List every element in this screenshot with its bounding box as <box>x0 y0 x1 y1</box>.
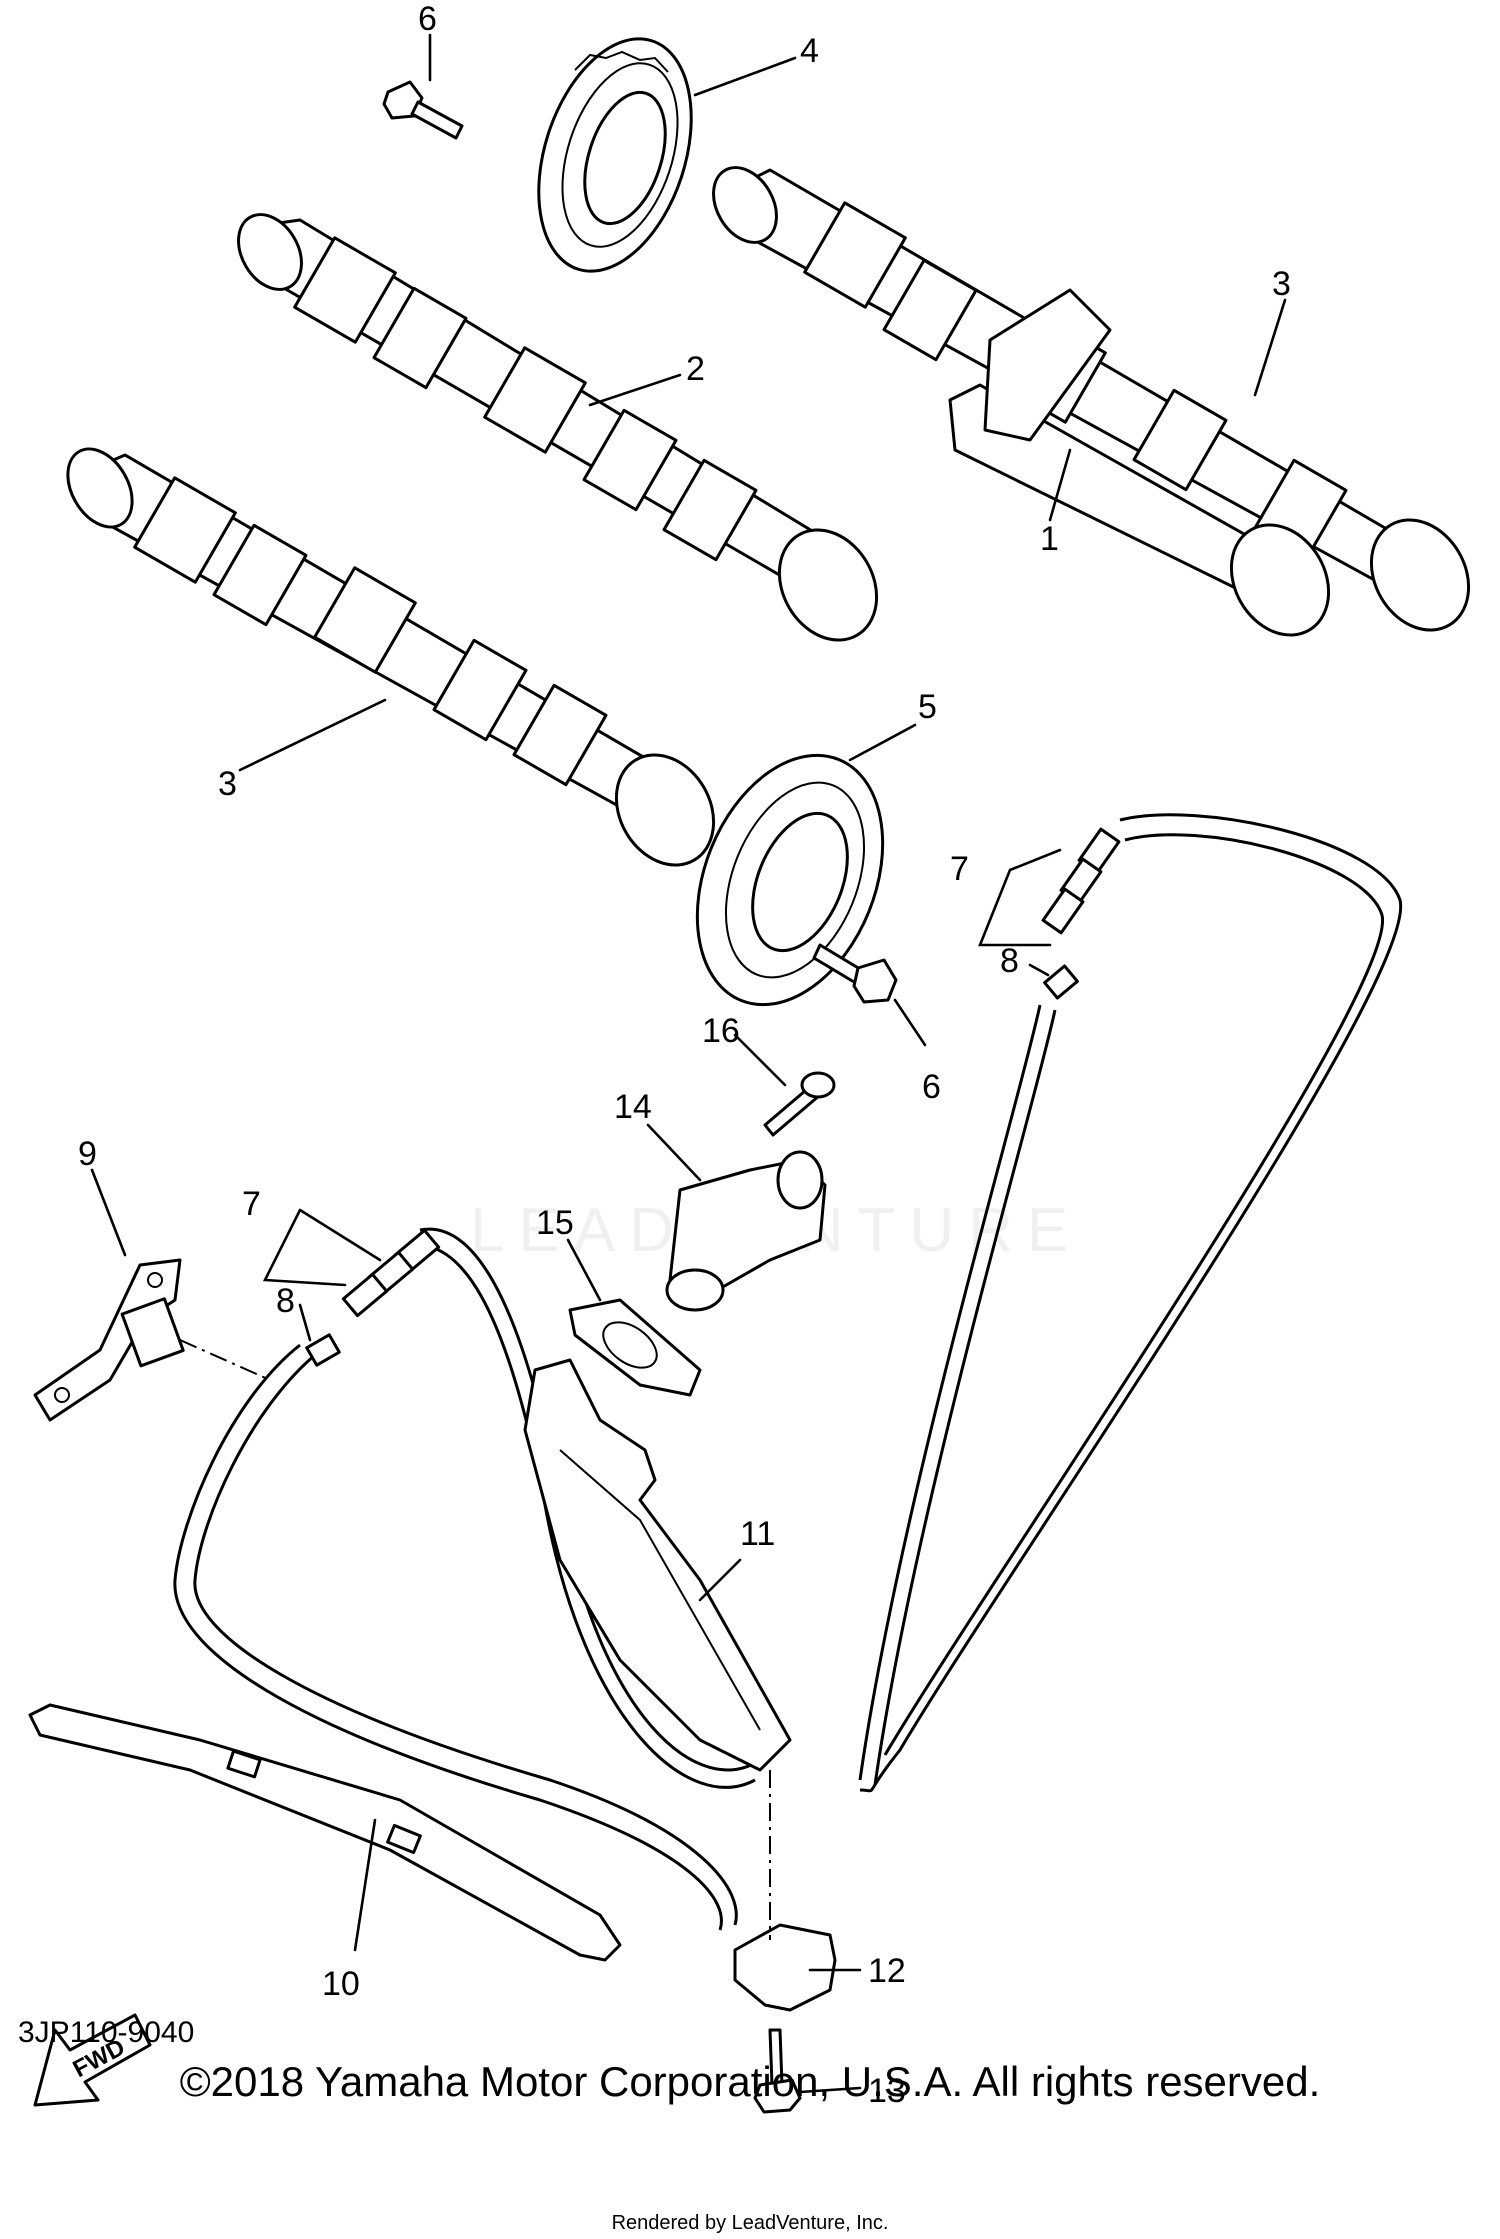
label-5: 5 <box>918 688 937 726</box>
label-16: 16 <box>702 1012 740 1050</box>
label-3-right: 3 <box>1272 265 1291 303</box>
chain-links-right[interactable] <box>1041 827 1121 1000</box>
label-7-left: 7 <box>242 1185 261 1223</box>
guide-stopper[interactable] <box>33 1258 185 1422</box>
label-8-left: 8 <box>276 1282 295 1320</box>
camshaft-lower[interactable] <box>55 438 733 883</box>
label-6-lower: 6 <box>922 1068 941 1106</box>
label-15: 15 <box>536 1204 574 1242</box>
label-10: 10 <box>322 1965 360 2003</box>
label-1: 1 <box>1040 520 1059 558</box>
leader-lines <box>90 33 1287 2094</box>
copyright-notice: ©2018 Yamaha Motor Corporation, U.S.A. A… <box>179 2058 1321 2105</box>
chain-tensioner-guide[interactable] <box>523 1358 792 1772</box>
label-7-right: 7 <box>950 850 969 888</box>
guide-bracket[interactable] <box>733 1923 837 2012</box>
guide-stopper-leader <box>179 1339 271 1381</box>
bolt-upper[interactable] <box>382 80 464 140</box>
tensioner-gasket[interactable] <box>568 1298 702 1397</box>
label-9: 9 <box>78 1135 97 1173</box>
label-14: 14 <box>614 1088 652 1126</box>
bolt-lower[interactable] <box>812 943 898 1004</box>
label-12: 12 <box>868 1952 906 1990</box>
bracket-bolt[interactable] <box>753 2028 802 2114</box>
label-11: 11 <box>740 1515 775 1553</box>
chain-guide-lower[interactable] <box>28 1703 622 1962</box>
callout-labels: 6 4 2 3 1 3 5 7 8 6 16 14 15 9 7 8 11 10… <box>78 0 1291 2110</box>
tensioner-bolt[interactable] <box>763 1071 836 1137</box>
camshaft-exhaust[interactable] <box>701 156 1488 647</box>
label-8-right: 8 <box>1000 942 1019 980</box>
rendered-by: Rendered by LeadVenture, Inc. <box>611 2212 889 2234</box>
camshaft-intake[interactable] <box>226 203 896 657</box>
cam-sprocket-lower[interactable] <box>662 728 917 1033</box>
cam-sprocket-upper[interactable] <box>511 19 718 291</box>
cam-chain-right[interactable] <box>858 813 1403 1793</box>
label-6-top: 6 <box>418 0 437 38</box>
label-4: 4 <box>800 32 819 70</box>
cam-chain-tensioner[interactable] <box>665 1150 827 1312</box>
camshaft-exhaust-inner[interactable] <box>948 288 1348 653</box>
label-3-left: 3 <box>218 765 237 803</box>
label-2: 2 <box>686 350 705 388</box>
label-13: 13 <box>868 2072 906 2110</box>
diagram-code: 3JP110-9040 <box>18 2016 195 2049</box>
chain-links-left[interactable] <box>305 1228 441 1367</box>
